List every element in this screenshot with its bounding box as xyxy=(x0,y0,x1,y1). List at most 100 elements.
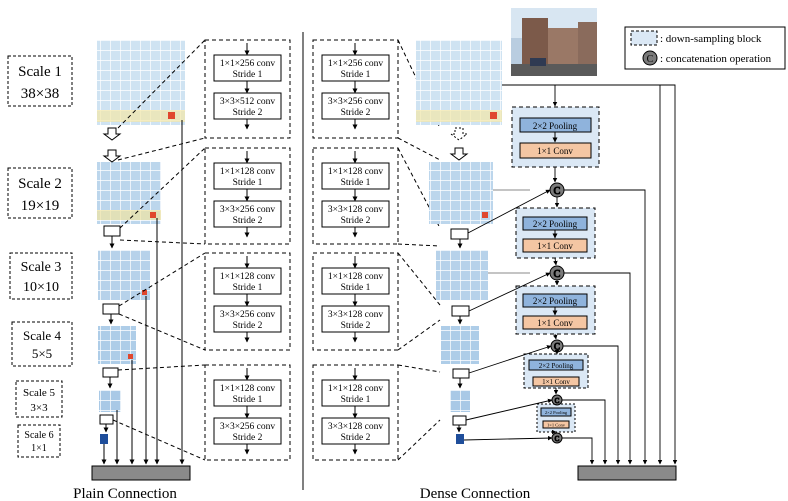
plain-fmap-4 xyxy=(98,326,136,364)
concat-node-5: C xyxy=(551,432,563,444)
pool-label-3: 2×2 Pooling xyxy=(533,296,578,306)
pool-label-5: 2×2 Pooling xyxy=(545,410,568,415)
downsampling-block-4: 2×2 Pooling 1×1 Conv xyxy=(523,353,589,389)
conv-label-2: 1×1 Conv xyxy=(537,241,573,251)
plain-conv-box-1-1-stride: Stride 1 xyxy=(233,70,263,80)
dense-connections xyxy=(463,84,678,465)
dense-conv-box-3-1-conv: 1×1×128 conv xyxy=(328,272,384,282)
plain-flow xyxy=(99,127,122,433)
dense-fmap-3 xyxy=(436,250,488,300)
legend: : down-sampling block C : concatenation … xyxy=(624,26,786,70)
plain-conv-box-2-2-conv: 3×3×256 conv xyxy=(220,205,276,215)
plain-conv-box-1-2-stride: Stride 2 xyxy=(233,108,263,118)
plain-conv-box-3-2-conv: 3×3×256 conv xyxy=(220,310,276,320)
plain-conv-box-4-2-stride: Stride 2 xyxy=(233,433,263,443)
plain-conv-box-4-2 xyxy=(213,417,282,445)
dense-fmap-4 xyxy=(441,326,479,364)
plain-conv-box-3-1-conv: 1×1×128 conv xyxy=(220,272,276,282)
dense-conv-box-2-1-stride: Stride 1 xyxy=(341,178,371,188)
pool-label-1: 2×2 Pooling xyxy=(533,121,578,131)
scale-4-title: Scale 4 xyxy=(23,328,61,343)
pool-label-4: 2×2 Pooling xyxy=(539,362,574,370)
plain-conv-box-2-1-conv: 1×1×128 conv xyxy=(220,167,276,177)
plain-fmap-3 xyxy=(98,250,150,300)
svg-text:C: C xyxy=(555,397,560,405)
legend-concat-label: : concatenation operation xyxy=(660,53,772,65)
scale-3-title: Scale 3 xyxy=(21,260,62,275)
legend-concat-swatch xyxy=(642,50,658,66)
legend-downsampling-label: : down-sampling block xyxy=(660,33,762,45)
conv-label-4: 1×1 Conv xyxy=(542,378,570,386)
dense-conv-box-4-2-conv: 3×3×128 conv xyxy=(328,422,384,432)
dense-conv-box-3-1-stride: Stride 1 xyxy=(341,283,371,293)
plain-conv-box-4-2-conv: 3×3×256 conv xyxy=(220,422,276,432)
dense-conv-box-1-1-stride: Stride 1 xyxy=(341,70,371,80)
dense-conv-box-1-1 xyxy=(321,54,390,82)
concat-node-1: C xyxy=(549,182,565,198)
dense-output-bar xyxy=(577,465,677,481)
dense-conv-box-2-1-conv: 1×1×128 conv xyxy=(328,167,384,177)
dense-conv-box-3-2-conv: 3×3×128 conv xyxy=(328,310,384,320)
input-image xyxy=(511,8,597,76)
plain-conv-box-4-1-stride: Stride 1 xyxy=(233,395,263,405)
scale-4-size: 5×5 xyxy=(32,346,52,361)
plain-conv-box-1-1 xyxy=(213,54,282,82)
concat-node-4: C xyxy=(551,394,563,406)
plain-conv-box-3-2 xyxy=(213,305,282,333)
concat-node-2: C xyxy=(549,265,565,281)
dense-fmap-2 xyxy=(429,162,493,224)
dense-conv-box-1-2-stride: Stride 2 xyxy=(341,108,371,118)
svg-text:C: C xyxy=(647,54,654,65)
conv-label-1: 1×1 Conv xyxy=(537,146,573,156)
plain-fmap-1 xyxy=(97,40,185,125)
scale-label-4: Scale 4 5×5 xyxy=(11,321,73,367)
dense-conv-box-4-1-conv: 1×1×128 conv xyxy=(328,384,384,394)
dense-fmap-6 xyxy=(456,434,464,444)
plain-fmap-2 xyxy=(97,162,161,224)
dense-conv-box-3-2-stride: Stride 2 xyxy=(341,321,371,331)
plain-feature-maps xyxy=(97,40,185,444)
downsampling-block-3: 2×2 Pooling 1×1 Conv xyxy=(515,285,596,335)
downsampling-block-1: 2×2 Pooling 1×1 Conv xyxy=(511,106,600,168)
conv-label-5: 1×1 Conv xyxy=(547,423,566,428)
dense-flow xyxy=(449,127,470,433)
plain-fmap-5 xyxy=(99,390,121,412)
scale-label-6: Scale 6 1×1 xyxy=(17,424,61,458)
dense-fmap-5 xyxy=(450,390,470,412)
dense-conv-box-2-2-stride: Stride 2 xyxy=(341,216,371,226)
plain-output-bar xyxy=(91,465,191,481)
scale-label-1: Scale 1 38×38 xyxy=(7,55,73,107)
scale-6-size: 1×1 xyxy=(31,443,47,454)
scale-5-title: Scale 5 xyxy=(23,387,56,399)
svg-text:C: C xyxy=(554,269,561,280)
dense-connection-title: Dense Connection xyxy=(420,486,531,501)
legend-downsampling-swatch xyxy=(630,30,658,46)
plain-conv-box-4-1-conv: 1×1×128 conv xyxy=(220,384,276,394)
plain-projection-lines xyxy=(112,39,206,461)
dense-projection-lines xyxy=(397,39,441,461)
dense-conv-box-1-2-conv: 3×3×256 conv xyxy=(328,97,384,107)
dense-conv-box-3-1 xyxy=(321,267,390,295)
plain-conv-box-1-1-conv: 1×1×256 conv xyxy=(220,59,276,69)
scale-1-title: Scale 1 xyxy=(18,64,62,80)
dense-feature-maps xyxy=(416,40,502,444)
plain-outputs xyxy=(101,120,185,465)
plain-conv-box-2-2-stride: Stride 2 xyxy=(233,216,263,226)
scale-2-title: Scale 2 xyxy=(18,176,62,192)
dense-conv-box-4-2-stride: Stride 2 xyxy=(341,433,371,443)
dense-conv-box-1-2 xyxy=(321,92,390,120)
pool-label-2: 2×2 Pooling xyxy=(533,219,578,229)
scale-6-title: Scale 6 xyxy=(24,430,53,441)
conv-label-3: 1×1 Conv xyxy=(537,318,573,328)
dense-conv-box-2-2 xyxy=(321,200,390,228)
scale-1-size: 38×38 xyxy=(21,86,59,102)
scale-label-3: Scale 3 10×10 xyxy=(9,252,73,300)
dense-conv-box-2-2-conv: 3×3×128 conv xyxy=(328,205,384,215)
plain-connection-title: Plain Connection xyxy=(73,486,177,501)
scale-label-5: Scale 5 3×3 xyxy=(15,380,63,418)
svg-text:C: C xyxy=(555,435,560,443)
plain-conv-box-1-2-conv: 3×3×512 conv xyxy=(220,97,276,107)
scale-2-size: 19×19 xyxy=(21,198,59,214)
